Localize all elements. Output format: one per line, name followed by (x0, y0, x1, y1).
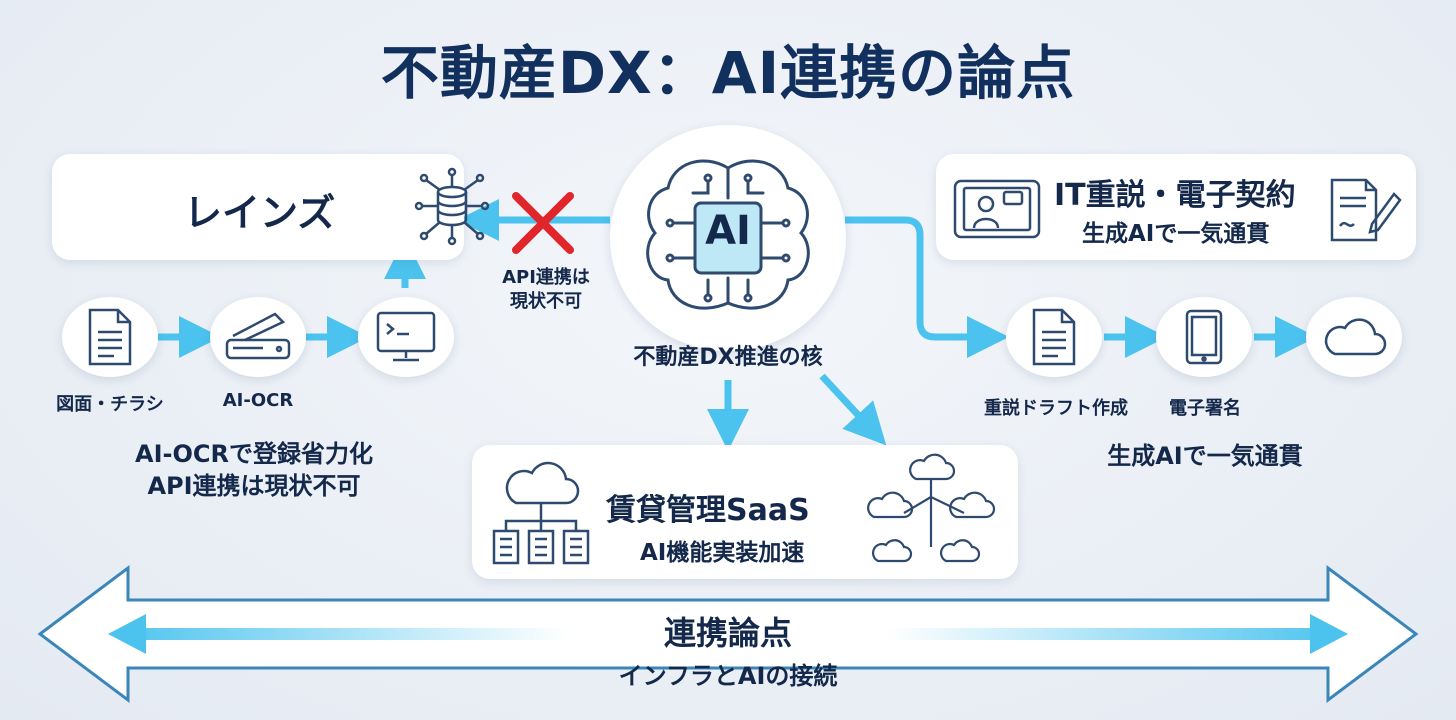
double-arrow-icon (37, 565, 1419, 703)
ai-to-saas-diagonal-arrow (819, 373, 887, 446)
scanner-icon (225, 312, 291, 360)
contract-sign-icon (1330, 178, 1402, 242)
it-card-title: IT重説・電子契約 (1054, 178, 1296, 213)
blocked-note-line2: 現状不可 (510, 291, 582, 312)
video-call-icon (953, 179, 1041, 239)
blocked-note-line1: API連携は (502, 267, 590, 288)
cloud-icon (1324, 318, 1387, 356)
terminal-icon (376, 311, 436, 362)
left-step-1-label: 図面・チラシ (56, 394, 164, 415)
right-step-3-circle (1306, 297, 1402, 377)
blocked-cross-icon (512, 192, 574, 254)
ai-core-circle: AI (610, 125, 846, 351)
document-icon (1032, 308, 1076, 366)
right-summary: 生成AIで一気通貫 (1107, 442, 1303, 470)
ai-core-caption: 不動産DX推進の核 (633, 345, 823, 370)
left-summary-line1: AI-OCRで登録省力化 (135, 440, 373, 468)
left-step-2-label: AI-OCR (222, 390, 294, 411)
saas-card-subtitle: AI機能実装加速 (640, 540, 805, 566)
right-step-2-label: 電子署名 (1169, 398, 1241, 419)
database-network-icon (414, 167, 490, 246)
saas-card-title: 賃貸管理SaaS (606, 493, 810, 528)
right-step-1-label: 重説ドラフト作成 (984, 398, 1128, 419)
ai-to-right-flow-arrow (845, 216, 1009, 358)
ai-badge-text: AI (705, 208, 751, 254)
reins-card: レインズ (52, 154, 490, 260)
reins-label: レインズ (184, 191, 336, 235)
saas-card: 賃貸管理SaaS AI機能実装加速 (472, 445, 1018, 579)
page-title: 不動産DX：AI連携の論点 (380, 39, 1076, 107)
left-step-1-circle (62, 297, 158, 377)
left-step-2-circle (210, 297, 306, 377)
bottom-banner-title: 連携論点 (663, 614, 792, 652)
left-summary-line2: API連携は現状不可 (147, 472, 361, 500)
ai-brain-icon (646, 159, 810, 310)
left-step-3-circle (358, 297, 454, 377)
right-step-1-circle (1006, 297, 1102, 377)
tablet-icon (1185, 309, 1223, 365)
left-summary: AI-OCRで登録省力化 API連携は現状不可 (84, 438, 424, 502)
right-step-2-circle (1156, 297, 1252, 377)
bottom-banner-subtitle: インフラとAIの接続 (618, 662, 838, 690)
cloud-network-icon (867, 453, 996, 563)
document-icon (88, 308, 132, 366)
it-card-subtitle: 生成AIで一気通貫 (1082, 221, 1270, 247)
cloud-buildings-icon (492, 461, 590, 565)
blocked-note: API連携は 現状不可 (484, 266, 608, 314)
it-card: IT重説・電子契約 生成AIで一気通貫 (936, 154, 1416, 260)
